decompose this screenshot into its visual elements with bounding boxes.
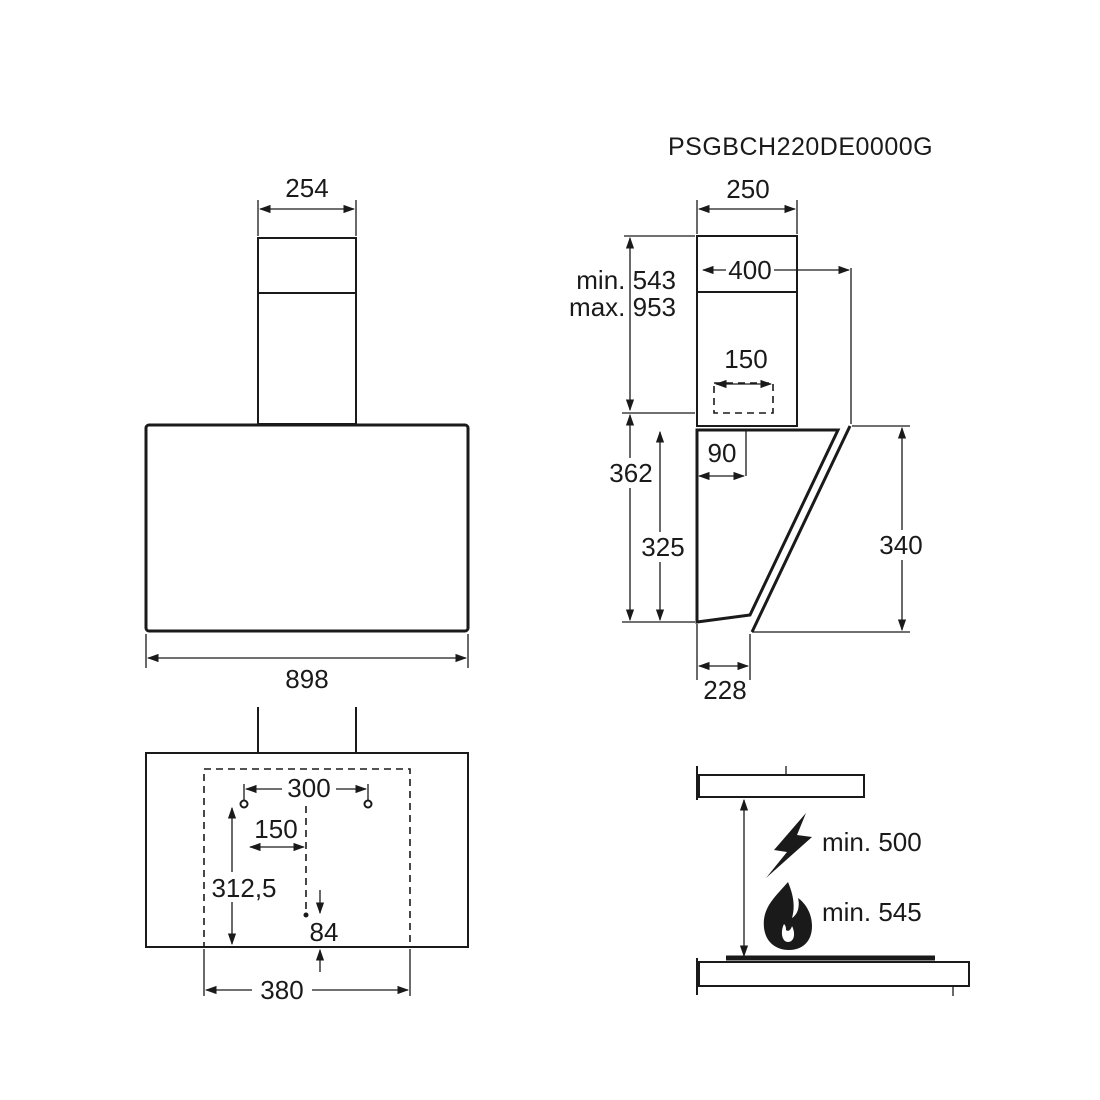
side-hood-body <box>695 428 841 624</box>
glass-height-label: 340 <box>879 530 922 560</box>
lightning-icon <box>766 813 812 878</box>
mounting-template <box>203 768 411 948</box>
chimney-width-label: 254 <box>285 173 328 203</box>
cooktop <box>698 961 970 987</box>
outlet-dashed <box>713 382 774 414</box>
template-width-label: 380 <box>260 975 303 1005</box>
hood-body <box>144 423 470 633</box>
chimney-depth-label: 250 <box>726 174 769 204</box>
outlet-offset-label: 90 <box>708 438 737 468</box>
total-height-label: 362 <box>609 458 652 488</box>
chimney-height-min-label: min. 543 <box>576 265 676 295</box>
screw-hole-left <box>239 799 249 809</box>
top-depth-label: 400 <box>728 255 771 285</box>
bracket-spacing-label: 300 <box>287 773 330 803</box>
bottom-depth-label: 228 <box>703 675 746 705</box>
outlet-width-label: 150 <box>724 344 767 374</box>
hole-offset-label: 150 <box>254 814 297 844</box>
chimney-height-max-label: max. 953 <box>569 292 676 322</box>
side-chimney-outline <box>696 235 798 427</box>
model-code: PSGBCH220DE0000G <box>668 133 933 161</box>
body-height-label: 325 <box>641 532 684 562</box>
bracket-height-label: 312,5 <box>211 873 276 903</box>
electric-clearance-label: min. 500 <box>822 827 922 857</box>
bottom-offset-label: 84 <box>310 917 339 947</box>
hood-underside <box>698 774 865 798</box>
glass-panel <box>750 425 852 633</box>
hood-width-label: 898 <box>285 664 328 694</box>
chimney-outline <box>257 237 357 425</box>
screw-hole-right <box>363 799 373 809</box>
gas-clearance-label: min. 545 <box>822 897 922 927</box>
mounting-view: 300 150 312,5 84 380 <box>145 707 469 1005</box>
side-view: 250 min. 543 max. 953 400 150 90 362 325 <box>569 174 930 705</box>
flame-icon <box>763 882 812 950</box>
front-view: 254 898 <box>144 173 470 694</box>
clearance-view: min. 500 min. 545 <box>696 766 970 996</box>
